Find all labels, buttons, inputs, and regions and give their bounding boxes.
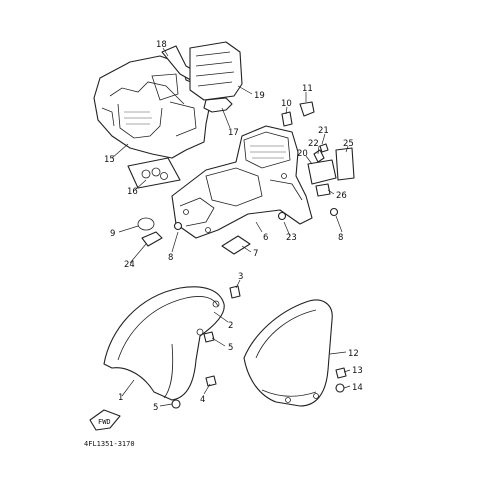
callout-7: 7	[253, 249, 258, 259]
part-gasket-sheet	[127, 157, 181, 189]
callout-20: 20	[297, 149, 308, 159]
part-rear-hugger	[243, 299, 333, 407]
callout-14: 14	[352, 383, 363, 393]
callout-6: 6	[263, 233, 268, 243]
part-rear-fender-tray	[171, 125, 313, 239]
callout-11: 11	[302, 84, 313, 94]
part-license-lamp-group	[307, 143, 355, 197]
callout-9: 9	[110, 229, 115, 239]
callout-15: 15	[104, 155, 115, 165]
callout-3: 3	[238, 272, 243, 282]
callout-21: 21	[318, 126, 329, 136]
callout-16: 16	[127, 187, 138, 197]
part-front-fender	[103, 286, 225, 401]
callout-26: 26	[336, 191, 347, 201]
leader-lines	[111, 47, 351, 407]
drawing-code: 4FL1351-3170	[84, 440, 135, 448]
callout-2: 2	[228, 321, 233, 331]
part-storage-box	[93, 55, 211, 159]
callout-4: 4	[200, 395, 205, 405]
part-clip-damper	[141, 231, 163, 247]
callout-12: 12	[348, 349, 359, 359]
callout-1: 1	[118, 393, 123, 403]
callout-5-upper: 5	[228, 343, 233, 353]
callout-25: 25	[343, 139, 354, 149]
callout-13: 13	[352, 366, 363, 376]
callout-23: 23	[286, 233, 297, 243]
part-screws-mid	[173, 207, 339, 231]
callout-19: 19	[254, 91, 265, 101]
part-o-ring	[137, 217, 155, 231]
callout-10: 10	[281, 99, 292, 109]
callout-numbers: 18 19 17 15 16 10 11 21 22 20 25 26 6 7 …	[104, 40, 363, 413]
callout-18: 18	[156, 40, 167, 50]
callout-22: 22	[308, 139, 319, 149]
part-bracket-stay	[203, 97, 233, 113]
callout-24: 24	[124, 260, 135, 270]
callout-17: 17	[228, 128, 239, 138]
fwd-arrow-icon: FWD	[89, 409, 121, 431]
part-tail-light	[189, 41, 243, 101]
part-damper-strip	[221, 235, 251, 255]
callout-8-right: 8	[338, 233, 343, 243]
part-bolts-top	[281, 101, 315, 127]
part-fender-fasteners	[171, 285, 347, 409]
fwd-label: FWD	[98, 418, 111, 426]
callout-5-lower: 5	[153, 403, 158, 413]
callout-8-left: 8	[168, 253, 173, 263]
